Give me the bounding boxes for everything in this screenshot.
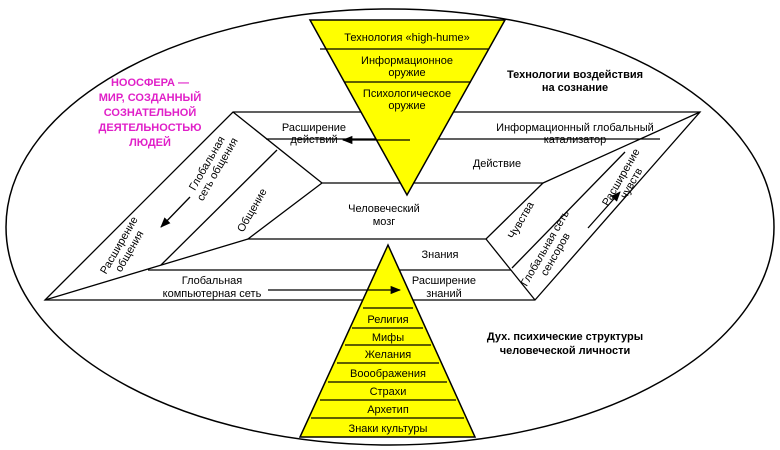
bottom-pyramid-level-3: Желания — [365, 349, 412, 361]
bottom-pyramid-shape — [298, 243, 477, 438]
top-caption-line-2: на сознание — [542, 82, 608, 94]
edge-bottom-left — [44, 238, 249, 301]
label-action-expansion-line-1: Расширение — [282, 122, 346, 134]
bottom-pyramid-level-4: Вооображения — [350, 368, 426, 380]
label-info-catalyst-line-1: Информационный глобальный — [496, 122, 654, 134]
top-pyramid-level-2-line-1: Информационное — [361, 55, 453, 67]
noosphere-line-3: СОЗНАТЕЛЬНОЙ — [104, 106, 197, 119]
top-pyramid: Технология «high-hume» Информационное ор… — [308, 19, 507, 197]
bottom-pyramid-level-7: Знаки культуры — [349, 423, 428, 435]
edge-top-left — [232, 111, 323, 184]
label-action: Действие — [473, 158, 521, 170]
arrow-comm-expansion — [160, 196, 191, 228]
label-action-expansion-line-2: действий — [290, 134, 337, 146]
left-outer-label: Глобальная сеть общения — [187, 134, 241, 203]
arrow-feelings-expansion — [587, 191, 621, 229]
noosphere-ellipse — [5, 8, 775, 446]
bottom-pyramid-level-5: Страхи — [370, 386, 407, 398]
platform — [43, 111, 702, 301]
top-pyramid-level-3-line-2: оружие — [388, 100, 425, 112]
noosphere-line-5: ЛЮДЕЙ — [129, 136, 171, 149]
noosphere-line-1: НООСФЕРА — — [111, 77, 189, 89]
edge-top-right — [542, 111, 701, 184]
top-pyramid-level-1: Технология «high-hume» — [344, 32, 469, 44]
label-info-catalyst-line-2: катализатор — [544, 134, 607, 146]
right-inner-label: Чувства — [506, 199, 537, 241]
noosphere-caption: НООСФЕРА — МИР, СОЗДАННЫЙ СОЗНАТЕЛЬНОЙ Д… — [99, 77, 202, 149]
label-knowledge-expansion-line-1: Расширение — [412, 275, 476, 287]
noosphere-line-2: МИР, СОЗДАННЫЙ — [99, 91, 202, 104]
top-pyramid-level-2-line-2: оружие — [388, 67, 425, 79]
top-caption-line-1: Технологии воздействия — [507, 69, 643, 81]
left-face-divider — [160, 149, 278, 266]
top-pyramid-level-3-line-1: Психологическое — [363, 88, 451, 100]
bottom-caption-line-2: человеческой личности — [500, 345, 631, 357]
label-knowledge-expansion-line-2: знаний — [426, 288, 462, 300]
bottom-caption-line-1: Дух. психические структуры — [487, 331, 643, 343]
left-bottom-label: Расширение общения — [98, 215, 146, 277]
bottom-pyramid-level-1: Религия — [367, 314, 408, 326]
label-knowledge: Знания — [421, 249, 458, 261]
label-computer-network-line-1: Глобальная — [182, 275, 243, 287]
label-brain-line-2: мозг — [373, 216, 396, 228]
bottom-pyramid-level-6: Архетип — [367, 404, 409, 416]
top-pyramid-shape — [308, 19, 507, 197]
right-top-label: Расширение чувств — [600, 147, 645, 209]
bottom-pyramid-level-2: Мифы — [372, 332, 404, 344]
bottom-pyramid: Религия Мифы Желания Вооображения Страхи… — [298, 243, 477, 438]
right-face-divider — [511, 151, 626, 269]
label-feelings: Чувства — [506, 199, 537, 241]
label-computer-network-line-2: компьютерная сеть — [163, 288, 262, 300]
label-brain-line-1: Человеческий — [348, 203, 420, 215]
noosphere-line-4: ДЕЯТЕЛЬНОСТЬЮ — [99, 122, 202, 134]
